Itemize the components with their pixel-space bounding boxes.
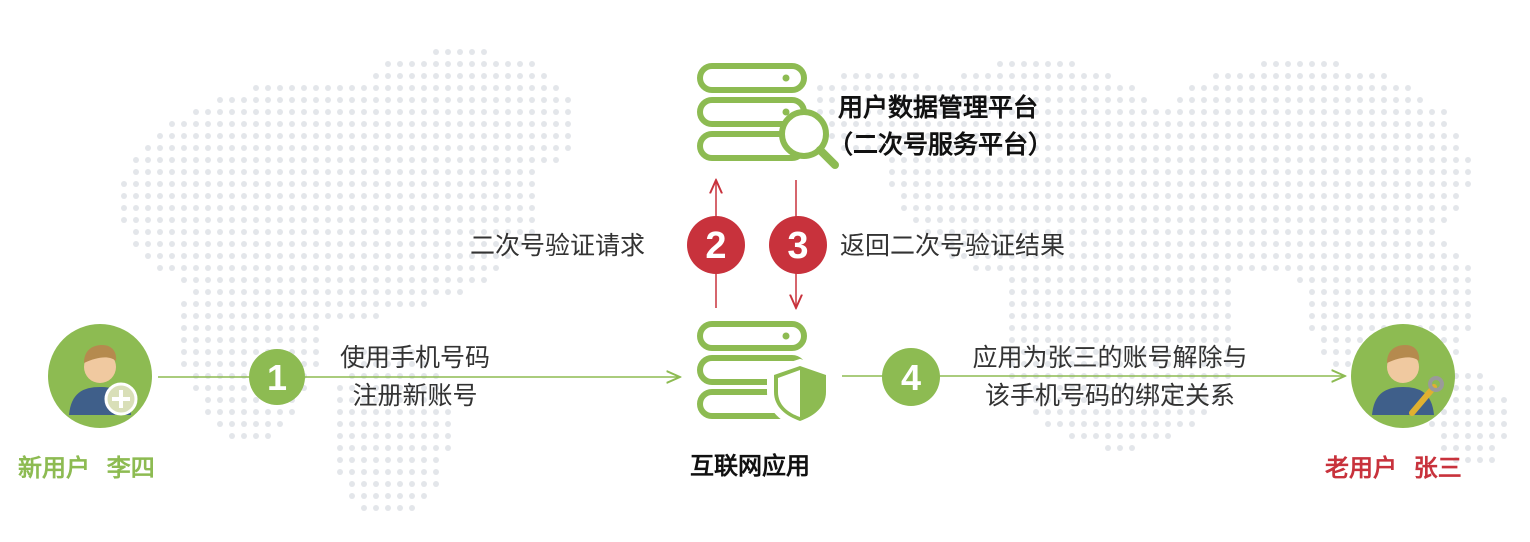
step-1-number: 1 [267, 357, 287, 398]
step-2-label: 二次号验证请求 [470, 231, 646, 260]
app-label: 互联网应用 [690, 452, 810, 480]
step-3-label: 返回二次号验证结果 [840, 231, 1066, 260]
server-shield-icon [697, 321, 833, 428]
step-4-label-line1: 应用为张三的账号解除与 [972, 343, 1248, 372]
step-2-number: 2 [705, 225, 726, 267]
new-user-label: 新用户 李四 [18, 454, 155, 482]
step-1-badge: 1 [249, 349, 305, 405]
step-1-label-line2: 注册新账号 [352, 381, 478, 410]
step-1-label-line1: 使用手机号码 [339, 343, 490, 372]
step-4-badge: 4 [882, 348, 940, 406]
step-3-badge: 3 [769, 216, 827, 274]
step-4-label-line2: 该手机号码的绑定关系 [984, 381, 1235, 410]
server-search-icon [697, 63, 839, 169]
user-add-icon [48, 324, 152, 428]
platform-title-line2: （二次号服务平台） [828, 130, 1054, 159]
step-4-number: 4 [901, 357, 921, 398]
old-user-label: 老用户 张三 [1325, 454, 1462, 482]
step-3-number: 3 [787, 225, 808, 267]
user-tool-icon [1351, 324, 1455, 428]
platform-title-line1: 用户数据管理平台 [838, 93, 1039, 122]
step-2-badge: 2 [687, 216, 745, 274]
